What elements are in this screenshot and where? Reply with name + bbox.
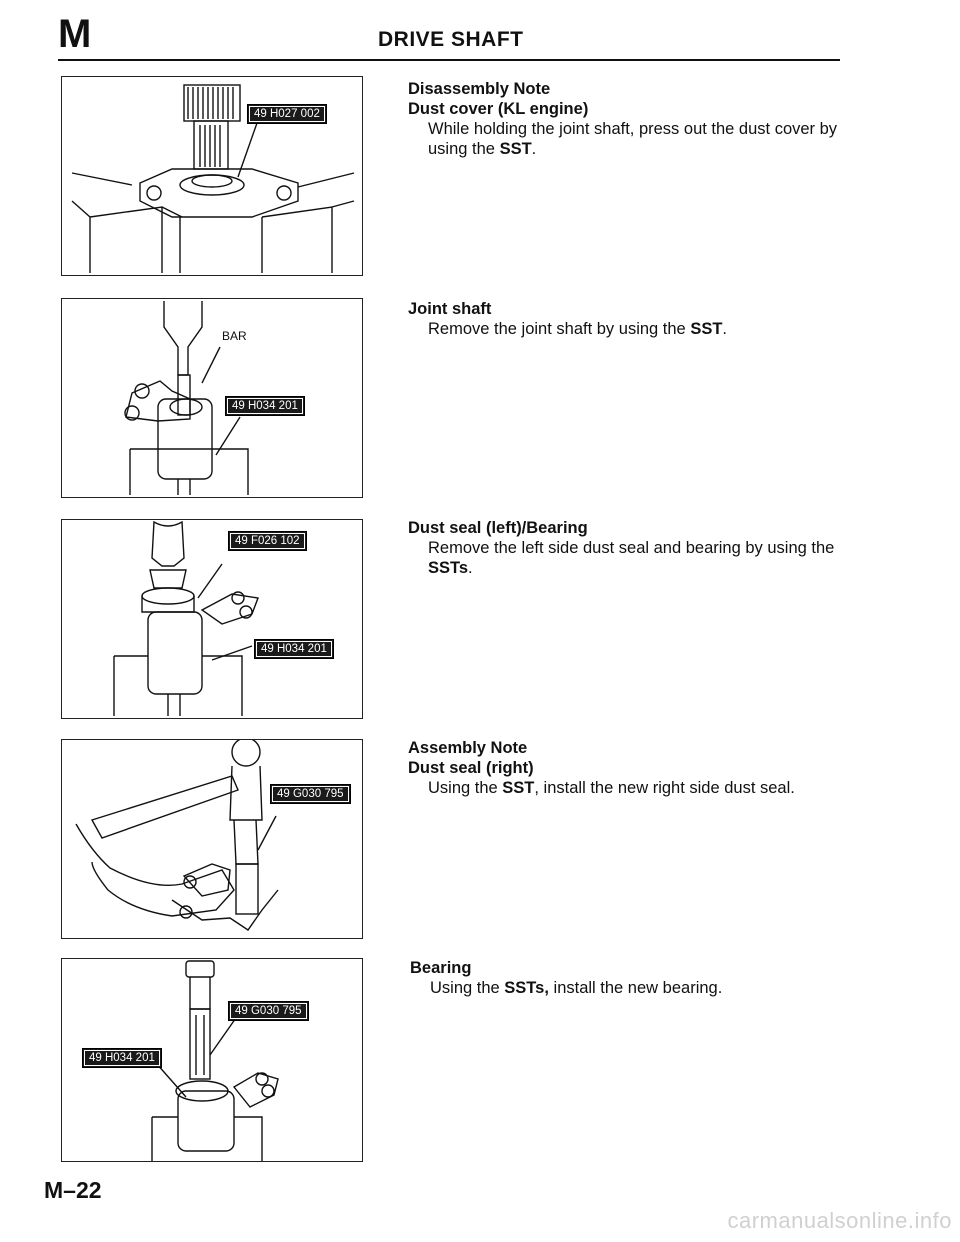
instruction-text: Using the SST, install the new right sid… <box>428 779 795 797</box>
section-letter: M <box>58 12 92 56</box>
note-dust-cover: Disassembly Note Dust cover (KL engine) … <box>408 79 848 159</box>
subsection-heading: Joint shaft <box>408 300 492 318</box>
sst-tag: 49 G030 795 <box>270 784 351 804</box>
dust-seal-press-illustration <box>113 520 259 716</box>
sst-tag: 49 H027 002 <box>247 104 327 124</box>
figure-dust-seal-install: 49 G030 795 <box>61 739 363 939</box>
note-bearing: Bearing Using the SSTs, install the new … <box>410 958 850 998</box>
instruction-text: While holding the joint shaft, press out… <box>428 120 838 158</box>
figure-dust-seal-bearing-removal: 49 F026 102 49 H034 201 <box>61 519 363 719</box>
sst-tag: 49 H034 201 <box>82 1048 162 1068</box>
sst-tag: 49 H034 201 <box>254 639 334 659</box>
figure-dust-cover-removal: 49 H027 002 <box>61 76 363 276</box>
page-title: DRIVE SHAFT <box>378 28 524 51</box>
subsection-heading: Dust seal (left)/Bearing <box>408 519 588 537</box>
subsection-heading: Dust seal (right) <box>408 759 534 777</box>
instruction-text: Using the SSTs, install the new bearing. <box>430 979 723 997</box>
hammer-install-illustration <box>75 740 279 931</box>
header-rule <box>58 59 840 61</box>
sst-tag: 49 H034 201 <box>225 396 305 416</box>
dust-cover-press-illustration <box>71 84 355 273</box>
instruction-text: Remove the joint shaft by using the SST. <box>428 320 728 338</box>
bar-callout: BAR <box>222 329 247 343</box>
section-heading: Assembly Note <box>408 739 528 757</box>
note-joint-shaft: Joint shaft Remove the joint shaft by us… <box>408 299 848 339</box>
sst-tag: 49 F026 102 <box>228 531 307 551</box>
site-watermark: carmanualsonline.info <box>727 1208 952 1233</box>
subsection-heading: Dust cover (KL engine) <box>408 100 589 118</box>
subsection-heading: Bearing <box>410 959 472 977</box>
figure-joint-shaft-removal: BAR 49 H034 201 <box>61 298 363 498</box>
joint-shaft-press-illustration <box>124 301 249 495</box>
page-number: M–22 <box>44 1177 102 1203</box>
bearing-press-illustration <box>151 960 279 1161</box>
sst-tag: 49 G030 795 <box>228 1001 309 1021</box>
instruction-text: Remove the left side dust seal and beari… <box>428 539 835 577</box>
note-dust-seal-right: Assembly Note Dust seal (right) Using th… <box>408 738 848 798</box>
figure-bearing-install: 49 G030 795 49 H034 201 <box>61 958 363 1162</box>
section-heading: Disassembly Note <box>408 80 551 98</box>
note-dust-seal-left: Dust seal (left)/Bearing Remove the left… <box>408 518 848 578</box>
